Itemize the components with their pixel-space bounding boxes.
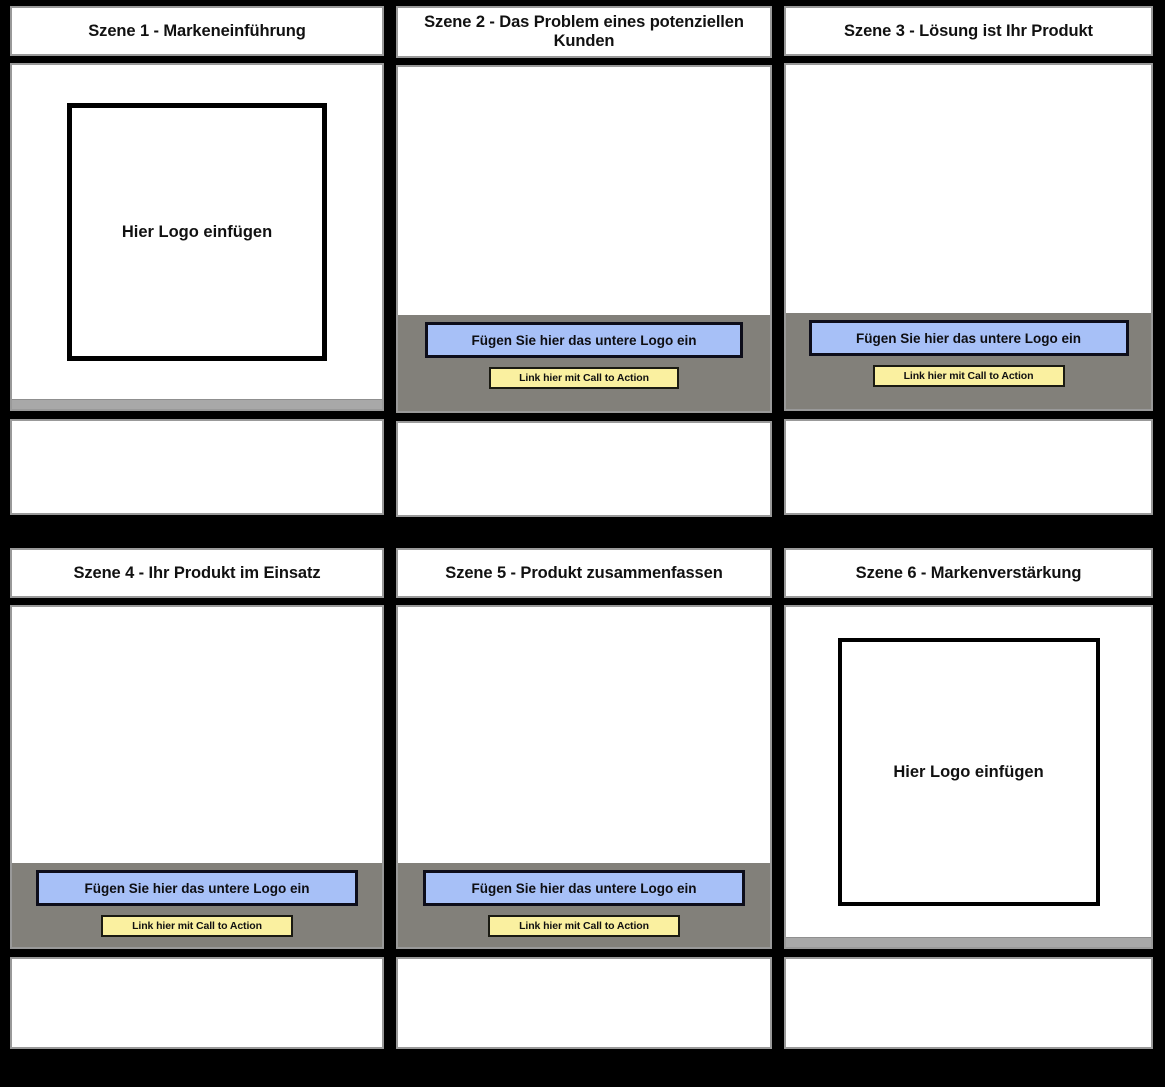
cell-2-title-bar[interactable]: Szene 2 - Das Problem eines potenziellen…	[396, 6, 772, 58]
cell-6-caption	[786, 959, 1151, 971]
cell-4-caption-box[interactable]	[10, 957, 384, 1049]
cell-5-cta-button[interactable]: Link hier mit Call to Action	[488, 915, 680, 937]
cell-3-cta-label: Link hier mit Call to Action	[903, 370, 1034, 382]
cell-3-panel[interactable]: Fügen Sie hier das untere Logo ein Link …	[784, 63, 1153, 411]
cell-5-caption-box[interactable]	[396, 957, 772, 1049]
cell-6-logo-box[interactable]: Hier Logo einfügen	[837, 638, 1100, 906]
cell-2-footer: Fügen Sie hier das untere Logo ein Link …	[398, 315, 770, 411]
cell-2-title: Szene 2 - Das Problem eines potenziellen…	[424, 13, 744, 50]
cell-5-cta-label: Link hier mit Call to Action	[519, 920, 649, 932]
cell-2-bottom-logo-label: Fügen Sie hier das untere Logo ein	[471, 332, 697, 348]
cell-6-title-bar[interactable]: Szene 6 - Markenverstärkung	[784, 548, 1153, 598]
cell-4-footer: Fügen Sie hier das untere Logo ein Link …	[12, 863, 382, 947]
cell-4-cta-label: Link hier mit Call to Action	[132, 920, 262, 932]
storyboard-row-2: Szene 4 - Ihr Produkt im Einsatz Fügen S…	[0, 542, 1165, 1070]
cell-4-cta-button[interactable]: Link hier mit Call to Action	[101, 915, 293, 937]
cell-2-bottom-logo-slot[interactable]: Fügen Sie hier das untere Logo ein	[425, 322, 743, 358]
cell-5-canvas[interactable]	[398, 607, 770, 863]
cell-1-logo-box[interactable]: Hier Logo einfügen	[67, 103, 327, 361]
cell-1-panel-strip	[12, 399, 382, 409]
cell-5-bottom-logo-label: Fügen Sie hier das untere Logo ein	[471, 880, 697, 896]
cell-1-logo-box-label: Hier Logo einfügen	[121, 222, 273, 241]
cell-2-caption	[398, 423, 770, 435]
row-separator	[0, 530, 1165, 542]
cell-5-title: Szene 5 - Produkt zusammenfassen	[445, 563, 723, 582]
cell-3-bottom-logo-label: Fügen Sie hier das untere Logo ein	[855, 330, 1082, 346]
cell-1-caption-box[interactable]	[10, 419, 384, 515]
cell-3-canvas[interactable]	[786, 65, 1151, 313]
cell-2-panel[interactable]: Fügen Sie hier das untere Logo ein Link …	[396, 65, 772, 413]
cell-3-caption-box[interactable]	[784, 419, 1153, 515]
cell-1-panel[interactable]: Hier Logo einfügen	[10, 63, 384, 411]
cell-4-title: Szene 4 - Ihr Produkt im Einsatz	[73, 563, 321, 582]
cell-2-cta-button[interactable]: Link hier mit Call to Action	[489, 367, 679, 389]
storyboard-cell-2[interactable]: Szene 2 - Das Problem eines potenziellen…	[390, 0, 778, 530]
cell-4-bottom-logo-label: Fügen Sie hier das untere Logo ein	[84, 880, 310, 896]
cell-1-canvas[interactable]: Hier Logo einfügen	[12, 65, 382, 399]
cell-6-title: Szene 6 - Markenverstärkung	[855, 563, 1082, 582]
bottom-margin	[0, 1070, 1165, 1087]
cell-3-bottom-logo-slot[interactable]: Fügen Sie hier das untere Logo ein	[808, 320, 1129, 356]
cell-1-title: Szene 1 - Markeneinführung	[88, 21, 306, 40]
storyboard-row-1: Szene 1 - Markeneinführung Hier Logo ein…	[0, 0, 1165, 530]
cell-3-caption	[786, 421, 1151, 433]
cell-6-canvas[interactable]: Hier Logo einfügen	[786, 607, 1151, 937]
cell-1-caption	[12, 421, 382, 433]
cell-1-title-bar[interactable]: Szene 1 - Markeneinführung	[10, 6, 384, 56]
cell-4-panel[interactable]: Fügen Sie hier das untere Logo ein Link …	[10, 605, 384, 949]
cell-4-title-bar[interactable]: Szene 4 - Ihr Produkt im Einsatz	[10, 548, 384, 598]
cell-6-logo-box-label: Hier Logo einfügen	[893, 762, 1044, 781]
cell-6-panel[interactable]: Hier Logo einfügen	[784, 605, 1153, 949]
cell-4-caption	[12, 959, 382, 971]
cell-3-title-bar[interactable]: Szene 3 - Lösung ist Ihr Produkt	[784, 6, 1153, 56]
cell-5-panel[interactable]: Fügen Sie hier das untere Logo ein Link …	[396, 605, 772, 949]
storyboard-cell-6[interactable]: Szene 6 - Markenverstärkung Hier Logo ei…	[778, 542, 1165, 1070]
cell-4-bottom-logo-slot[interactable]: Fügen Sie hier das untere Logo ein	[36, 870, 358, 906]
storyboard-cell-4[interactable]: Szene 4 - Ihr Produkt im Einsatz Fügen S…	[0, 542, 390, 1070]
cell-5-footer: Fügen Sie hier das untere Logo ein Link …	[398, 863, 770, 947]
cell-2-caption-box[interactable]	[396, 421, 772, 517]
cell-4-canvas[interactable]	[12, 607, 382, 863]
cell-2-canvas[interactable]	[398, 67, 770, 315]
cell-3-title: Szene 3 - Lösung ist Ihr Produkt	[844, 21, 1093, 40]
cell-2-cta-label: Link hier mit Call to Action	[519, 372, 649, 384]
cell-6-panel-strip	[786, 937, 1151, 947]
cell-3-footer: Fügen Sie hier das untere Logo ein Link …	[786, 313, 1151, 409]
storyboard-cell-1[interactable]: Szene 1 - Markeneinführung Hier Logo ein…	[0, 0, 390, 530]
cell-3-cta-button[interactable]: Link hier mit Call to Action	[872, 365, 1065, 387]
cell-5-title-bar[interactable]: Szene 5 - Produkt zusammenfassen	[396, 548, 772, 598]
storyboard-cell-5[interactable]: Szene 5 - Produkt zusammenfassen Fügen S…	[390, 542, 778, 1070]
cell-5-caption	[398, 959, 770, 971]
storyboard-cell-3[interactable]: Szene 3 - Lösung ist Ihr Produkt Fügen S…	[778, 0, 1165, 530]
cell-5-bottom-logo-slot[interactable]: Fügen Sie hier das untere Logo ein	[423, 870, 745, 906]
cell-6-caption-box[interactable]	[784, 957, 1153, 1049]
